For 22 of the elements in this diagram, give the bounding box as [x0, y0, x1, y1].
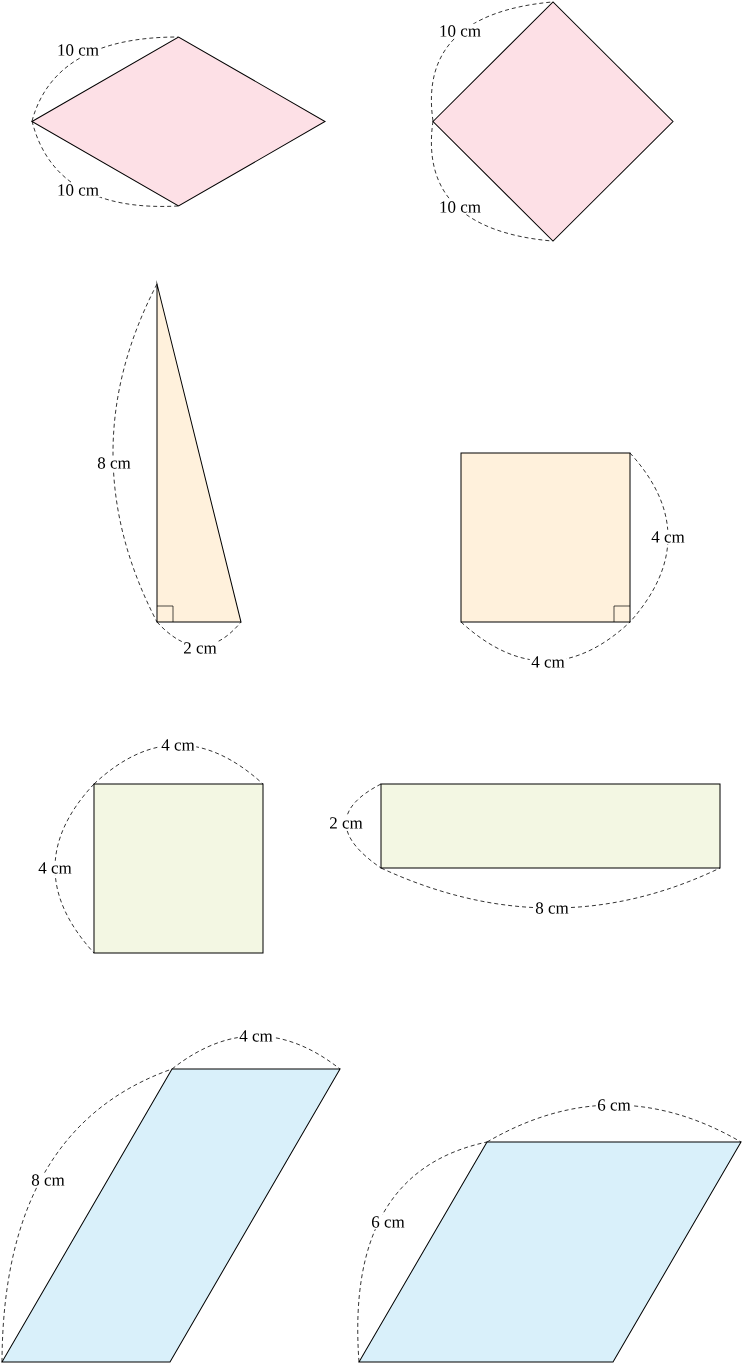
square [93, 783, 264, 954]
rectangle [380, 783, 721, 869]
dimension-label: 2 cm [181, 640, 219, 656]
dimension-label: 4 cm [649, 529, 687, 545]
dimension-label: 10 cm [55, 42, 101, 58]
dimension-label: 6 cm [369, 1214, 407, 1230]
square [460, 452, 631, 623]
dimension-label: 4 cm [36, 860, 74, 876]
dimension-label: 4 cm [237, 1028, 275, 1044]
dimension-label: 2 cm [327, 815, 365, 831]
parallelogram [358, 1141, 742, 1363]
dimension-label: 8 cm [533, 900, 571, 916]
dimension-label: 8 cm [95, 455, 133, 471]
dimension-label: 4 cm [529, 654, 567, 670]
dimension-label: 8 cm [29, 1172, 67, 1188]
dimension-label: 10 cm [55, 182, 101, 198]
dimension-label: 10 cm [437, 199, 483, 215]
dimension-label: 6 cm [595, 1097, 633, 1113]
dimension-label: 10 cm [437, 23, 483, 39]
parallelogram [1, 1068, 341, 1363]
dimension-label: 4 cm [159, 737, 197, 753]
rhombus [31, 36, 326, 207]
